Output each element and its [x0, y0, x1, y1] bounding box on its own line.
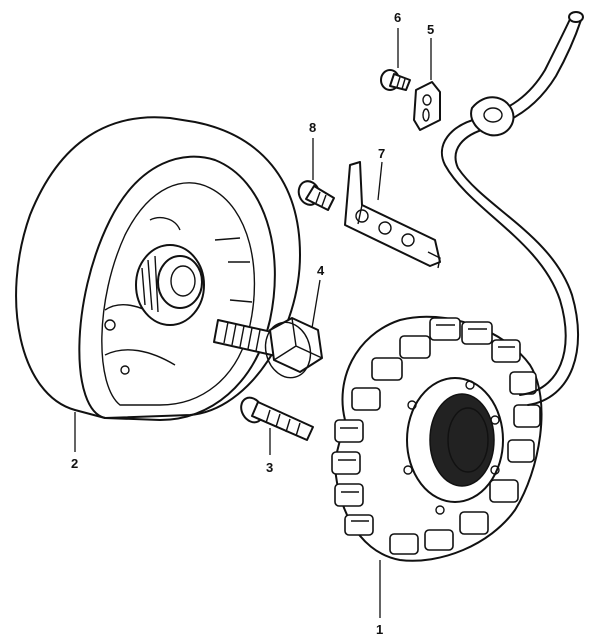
callout-4: 4 — [317, 263, 325, 278]
lead-wire — [440, 11, 584, 406]
wire-clamp — [413, 38, 441, 131]
stator — [331, 315, 543, 618]
callout-5: 5 — [427, 22, 434, 37]
stator-screw — [240, 396, 314, 455]
clamp-screw — [380, 28, 411, 91]
lead-wire-guide-plate — [344, 161, 441, 269]
leader-line-7 — [377, 161, 383, 201]
callout-1: 1 — [376, 622, 383, 637]
guide-plate-screw — [297, 138, 335, 211]
callout-2: 2 — [71, 456, 78, 471]
callout-3: 3 — [266, 460, 273, 475]
leader-line-4 — [311, 279, 321, 329]
callout-6: 6 — [394, 10, 401, 25]
callout-7: 7 — [378, 146, 385, 161]
rotor-bolt — [213, 279, 323, 379]
callout-8: 8 — [309, 120, 316, 135]
